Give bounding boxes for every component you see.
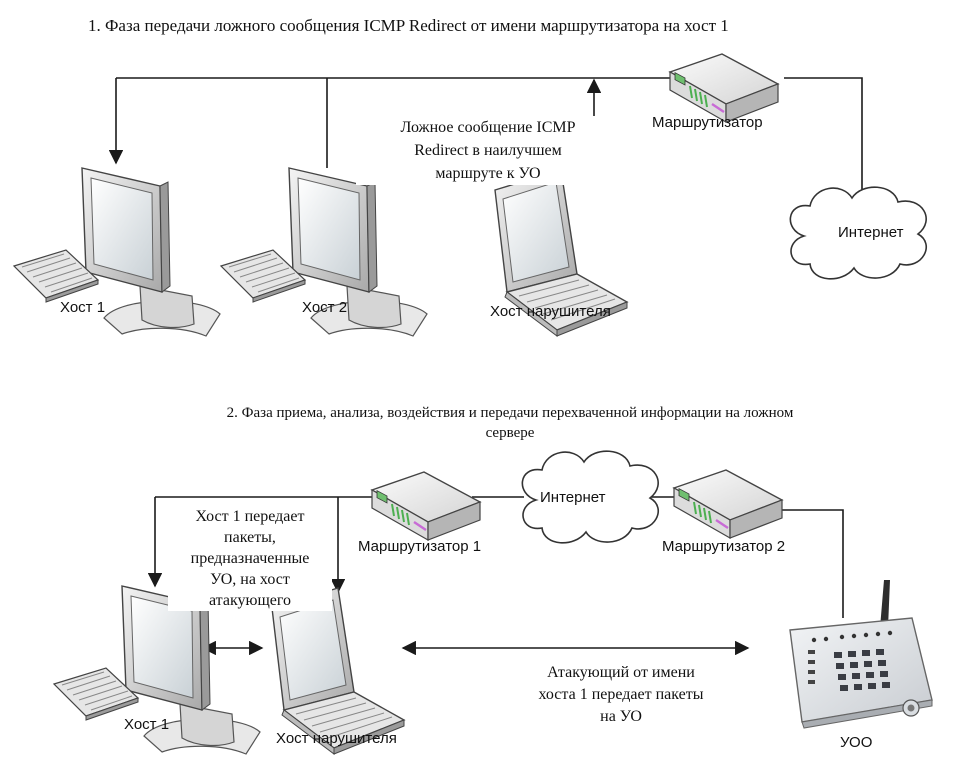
p2-host1-note: Хост 1 передает пакеты, предназначенные …	[168, 506, 332, 611]
p2-attacker-note-line-3: на УО	[600, 708, 642, 725]
p2-host1-note-line-1: Хост 1 передает	[195, 508, 305, 525]
p1-host2-label: Хост 2	[302, 299, 348, 316]
p1-host1-desktop-icon	[13, 167, 221, 337]
phase1-title: 1. Фаза передачи ложного сообщения ICMP …	[88, 16, 729, 35]
phase2-title: 2. Фаза приема, анализа, воздействия и п…	[80, 403, 940, 443]
p2-attacker-label: Хост нарушителя	[276, 730, 397, 747]
p2-attacker-note: Атакующий от имени хоста 1 передает паке…	[486, 662, 756, 728]
p1-message-line-1: Ложное сообщение ICMP	[400, 119, 576, 136]
p2-router1-icon	[370, 470, 482, 542]
p2-device-icon	[789, 580, 933, 729]
p1-icmp-message-note: Ложное сообщение ICMP Redirect в наилучш…	[356, 116, 620, 185]
p2-attacker-note-line-2: хоста 1 передает пакеты	[538, 686, 704, 703]
p1-host1-label: Хост 1	[60, 299, 106, 316]
p1-message-line-3: маршруте к УО	[435, 165, 541, 182]
phase2-title-line-2: сервере	[485, 425, 535, 441]
p2-host1-note-line-4: УО, на хост	[210, 571, 290, 588]
p2-host1-note-line-3: предназначенные	[190, 550, 310, 567]
p2-internet-label: Интернет	[540, 489, 606, 506]
p2-device-label: УОО	[840, 734, 873, 751]
p2-host1-note-line-2: пакеты,	[224, 529, 276, 546]
phase2-title-line-1: 2. Фаза приема, анализа, воздействия и п…	[226, 405, 794, 421]
p2-line-router2-device	[774, 509, 844, 618]
p2-host1-note-line-5: атакующего	[208, 592, 292, 609]
p1-attacker-label: Хост нарушителя	[490, 303, 611, 320]
p1-router-icon	[668, 52, 780, 124]
p2-attacker-note-line-1: Атакующий от имени	[547, 664, 695, 681]
p1-router-label: Маршрутизатор	[652, 114, 763, 131]
p1-internet-label: Интернет	[838, 224, 904, 241]
p1-line-internet	[784, 77, 863, 190]
p2-router2-label: Маршрутизатор 2	[662, 538, 786, 555]
p2-router2-icon	[672, 468, 784, 540]
p1-message-line-2: Redirect в наилучшем	[414, 142, 562, 159]
p2-host1-label: Хост 1	[124, 716, 170, 733]
p2-router1-label: Маршрутизатор 1	[358, 538, 482, 555]
